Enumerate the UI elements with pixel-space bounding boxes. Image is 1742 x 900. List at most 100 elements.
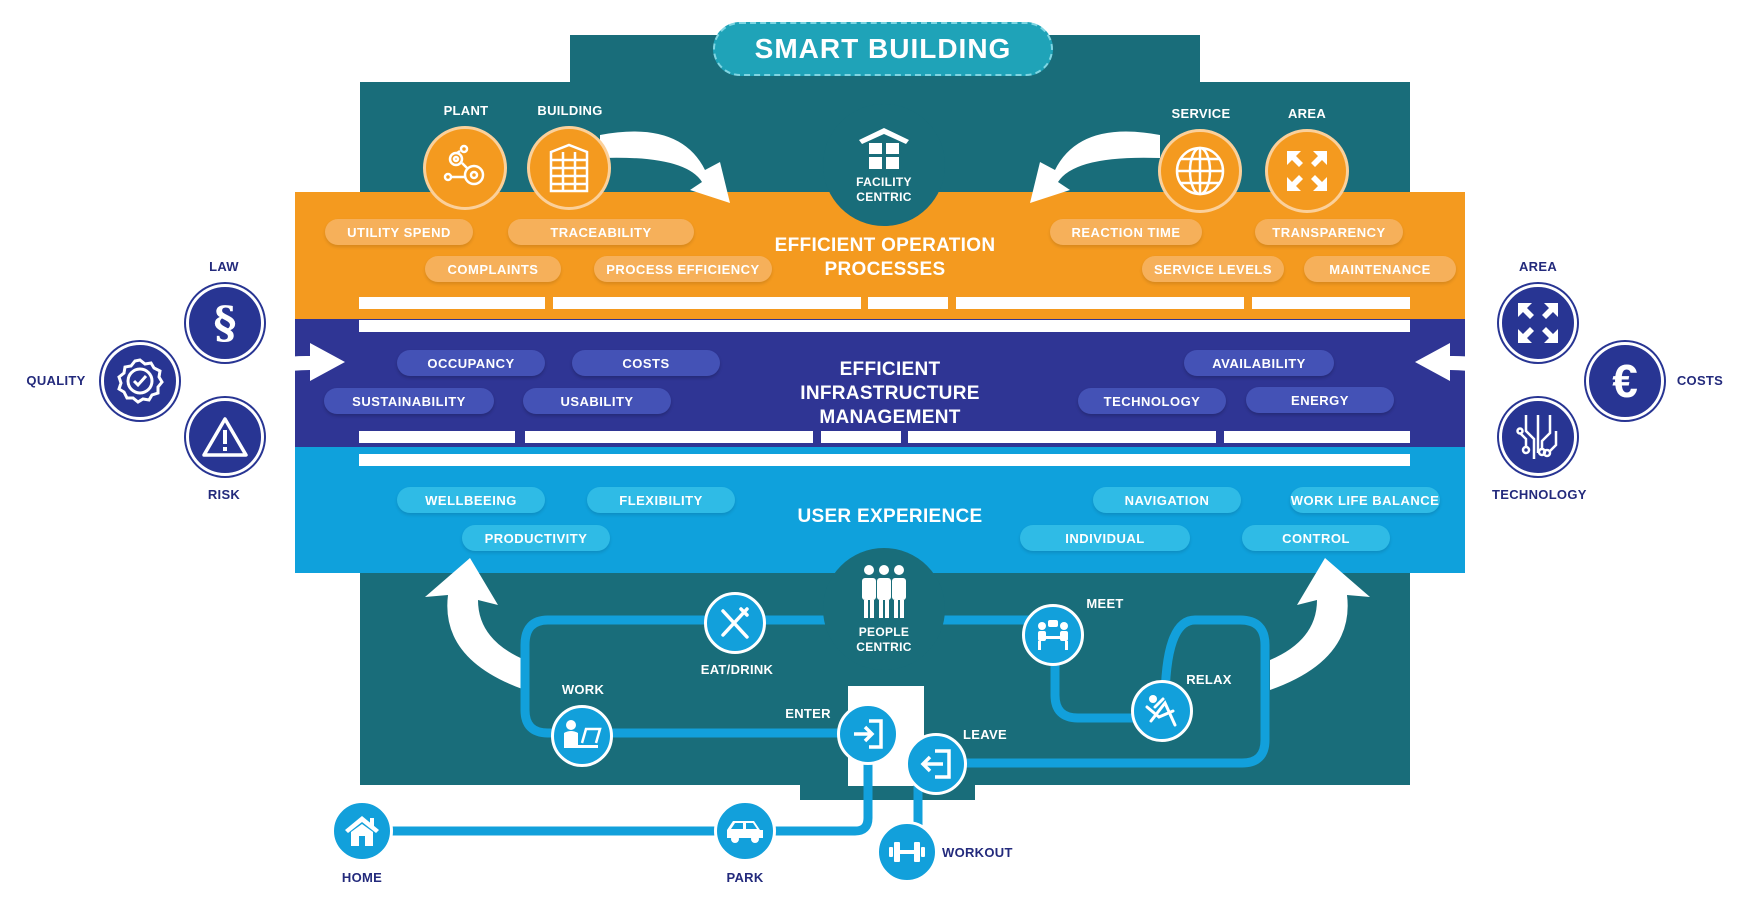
area-expand-icon bbox=[1287, 151, 1327, 191]
meet-circle bbox=[1022, 604, 1084, 666]
plant-circle bbox=[423, 126, 507, 210]
enter-circle bbox=[837, 703, 899, 765]
people-line1: PEOPLE bbox=[858, 624, 910, 639]
leave-label: LEAVE bbox=[963, 727, 1007, 742]
strip bbox=[359, 320, 1410, 332]
pill-wellbeeing: WELLBEEING bbox=[397, 487, 545, 513]
law-label: LAW bbox=[209, 259, 239, 274]
facility-centric-circle: FACILITY CENTRIC bbox=[823, 104, 945, 226]
strip bbox=[359, 431, 515, 443]
pill-utility-spend: UTILITY SPEND bbox=[325, 219, 473, 245]
arrow-journey-left-up bbox=[425, 558, 525, 690]
strip bbox=[908, 431, 1216, 443]
leave-circle bbox=[905, 733, 967, 795]
eat-drink-circle bbox=[704, 592, 766, 654]
service-label: SERVICE bbox=[1171, 106, 1231, 121]
eat-drink-icon bbox=[721, 607, 749, 639]
building-icon bbox=[549, 143, 589, 193]
pill-traceability: TRACEABILITY bbox=[508, 219, 694, 245]
people-centric-label: PEOPLE CENTRIC bbox=[856, 625, 911, 655]
title-badge: SMART BUILDING bbox=[713, 22, 1053, 76]
arrow-building-to-facility bbox=[600, 131, 730, 203]
strip bbox=[868, 297, 948, 309]
work-laptop-icon bbox=[564, 720, 602, 748]
enter-label: ENTER bbox=[785, 706, 831, 721]
building-circle bbox=[527, 126, 611, 210]
strip bbox=[525, 431, 813, 443]
pill-sustainability: SUSTAINABILITY bbox=[324, 388, 494, 414]
strip bbox=[956, 297, 1244, 309]
strip bbox=[1252, 297, 1410, 309]
pill-reaction-time: REACTION TIME bbox=[1050, 219, 1202, 245]
pill-individual: INDIVIDUAL bbox=[1020, 525, 1190, 551]
strip bbox=[359, 297, 545, 309]
eat-drink-label: EAT/DRINK bbox=[700, 662, 774, 677]
pill-work-life-balance: WORK LIFE BALANCE bbox=[1290, 487, 1440, 513]
workout-dumbbell-icon bbox=[889, 842, 925, 862]
law-circle: § bbox=[186, 284, 264, 362]
arrow-service-to-facility bbox=[1030, 131, 1160, 203]
pill-energy: ENERGY bbox=[1246, 387, 1394, 413]
technology-label: TECHNOLOGY bbox=[1492, 487, 1587, 502]
building-label: BUILDING bbox=[537, 103, 603, 118]
infrastructure-title-line1: EFFICIENT bbox=[839, 359, 941, 380]
park-car-icon bbox=[727, 821, 763, 843]
strip bbox=[1224, 431, 1410, 443]
strip bbox=[821, 431, 901, 443]
arrow-right-inward bbox=[1415, 343, 1530, 395]
path-work-loop bbox=[520, 615, 740, 738]
pill-service-levels: SERVICE LEVELS bbox=[1142, 256, 1284, 282]
pill-process-efficiency: PROCESS EFFICIENCY bbox=[594, 256, 772, 282]
infrastructure-title-line2: INFRASTRUCTURE MANAGEMENT bbox=[800, 383, 980, 428]
pill-usability: USABILITY bbox=[523, 388, 671, 414]
pill-technology: TECHNOLOGY bbox=[1078, 388, 1226, 414]
technology-circuit-icon bbox=[1516, 415, 1558, 459]
strip bbox=[553, 297, 861, 309]
arrow-left-inward bbox=[230, 343, 345, 395]
operations-title: EFFICIENT OPERATION PROCESSES bbox=[770, 234, 1000, 282]
pill-complaints: COMPLAINTS bbox=[425, 256, 561, 282]
relax-icon bbox=[1145, 695, 1177, 727]
quality-label: QUALITY bbox=[26, 373, 86, 388]
meet-label: MEET bbox=[1086, 596, 1124, 611]
costs-euro-icon: € bbox=[1612, 355, 1638, 407]
meet-icon bbox=[1038, 620, 1068, 650]
infrastructure-title: EFFICIENT INFRASTRUCTURE MANAGEMENT bbox=[730, 358, 1050, 430]
home-label: HOME bbox=[341, 870, 383, 885]
people-centric-circle: PEOPLE CENTRIC bbox=[823, 548, 945, 670]
facility-icon bbox=[858, 127, 909, 169]
service-circle bbox=[1158, 129, 1242, 213]
area-expand-icon bbox=[1518, 303, 1558, 343]
pill-flexibility: FLEXIBILITY bbox=[587, 487, 735, 513]
operations-title-line1: EFFICIENT OPERATION bbox=[774, 235, 996, 256]
risk-warning-icon bbox=[202, 417, 248, 457]
strip bbox=[359, 454, 1410, 466]
infrastructure-band bbox=[295, 319, 1465, 447]
home-circle bbox=[331, 800, 393, 862]
pill-navigation: NAVIGATION bbox=[1093, 487, 1241, 513]
page-title: SMART BUILDING bbox=[754, 33, 1012, 64]
area-top-label: AREA bbox=[1287, 106, 1327, 121]
facility-centric-label: FACILITY CENTRIC bbox=[856, 175, 912, 205]
home-icon bbox=[345, 816, 379, 846]
facility-line1: FACILITY bbox=[856, 174, 912, 189]
pill-maintenance: MAINTENANCE bbox=[1304, 256, 1456, 282]
workout-label: WORKOUT bbox=[942, 845, 1013, 860]
park-circle bbox=[714, 800, 776, 862]
law-paragraph-icon: § bbox=[213, 297, 237, 349]
relax-label: RELAX bbox=[1186, 672, 1232, 687]
operations-title-line2: PROCESSES bbox=[824, 259, 946, 280]
path-meet-relax bbox=[1050, 625, 1170, 723]
quality-circle bbox=[101, 342, 179, 420]
costs-label: COSTS bbox=[1676, 373, 1724, 388]
risk-label: RISK bbox=[207, 487, 241, 502]
plant-icon bbox=[443, 144, 485, 186]
pill-availability: AVAILABILITY bbox=[1184, 350, 1334, 376]
park-label: PARK bbox=[726, 870, 764, 885]
work-label: WORK bbox=[561, 682, 605, 697]
enter-icon bbox=[854, 719, 883, 749]
quality-badge-icon bbox=[117, 358, 164, 404]
pill-productivity: PRODUCTIVITY bbox=[462, 525, 610, 551]
